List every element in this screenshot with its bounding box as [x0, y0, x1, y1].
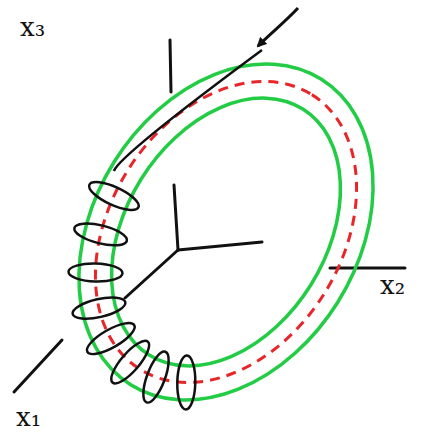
torus-outer-edge: [19, 9, 434, 448]
coil-loop: [86, 177, 143, 216]
coil-loop: [71, 293, 128, 323]
center-line: [42, 33, 410, 431]
coil-loop: [72, 219, 129, 249]
coil-loop: [83, 317, 139, 359]
axis-label: x₂: [380, 272, 405, 298]
coil-loop: [68, 263, 122, 282]
axes: [14, 40, 405, 392]
coil-loop: [138, 349, 174, 406]
coil-lead: [114, 50, 262, 171]
coil-loop: [177, 355, 196, 409]
torus: [19, 9, 434, 448]
coil: [68, 50, 262, 410]
axis-label: x₃: [20, 14, 45, 40]
x2-axis-outer: [330, 267, 405, 270]
x1-axis-inner: [125, 250, 178, 298]
axis-label: x₁: [16, 404, 41, 430]
x3-axis-top: [170, 40, 171, 92]
coil-loop: [106, 336, 155, 389]
current-arrow: [258, 8, 298, 46]
x3-axis-inner: [174, 185, 178, 250]
x1-axis-outer: [14, 340, 62, 392]
torus-inner-edge: [64, 56, 387, 408]
x2-axis-inner: [178, 242, 262, 250]
